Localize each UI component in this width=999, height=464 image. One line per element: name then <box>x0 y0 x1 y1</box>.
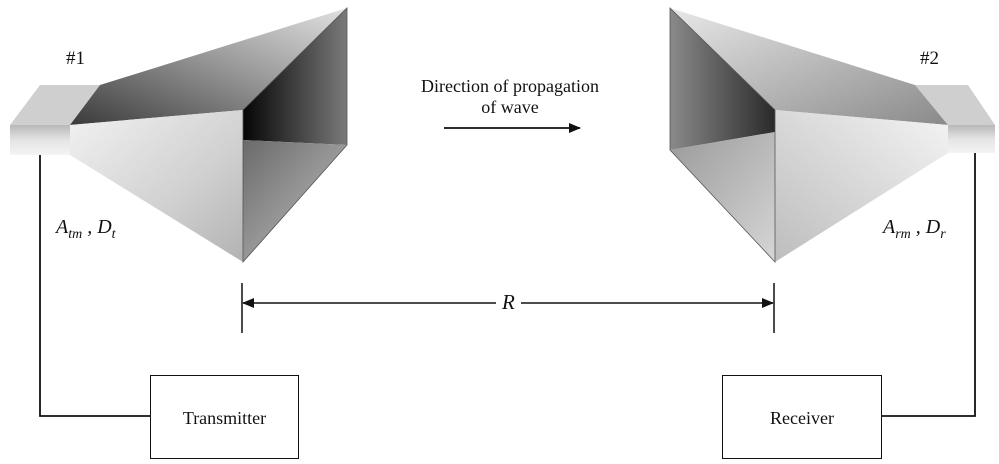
receiver-label: Receiver <box>770 408 834 428</box>
horn-1-inner-top <box>243 8 347 145</box>
horn-2-top-face <box>670 8 948 125</box>
waveguide-2-top <box>915 85 995 125</box>
antenna-2-aperture: A <box>883 216 896 238</box>
transmitter-feed-line <box>39 155 150 417</box>
propagation-label-line1: Direction of propagation <box>421 76 599 96</box>
waveguide-2-front <box>948 125 995 153</box>
horn-antenna-1 <box>10 7 348 264</box>
horn-1-top-face <box>70 8 347 125</box>
transmitter-box: Transmitter <box>150 375 299 459</box>
antenna-1-parameters: Atm , Dt <box>56 216 116 242</box>
antenna-1-aperture: A <box>56 216 69 238</box>
antenna-2-parameters: Arm , Dr <box>883 216 946 242</box>
horn-1-edge <box>242 7 348 264</box>
antenna-2-directivity: D <box>925 216 941 238</box>
antenna-2-number: #2 <box>920 48 939 69</box>
propagation-label: Direction of propagation of wave <box>380 76 640 118</box>
waveguide-1-front <box>10 125 70 155</box>
horn-1-bottom-face <box>70 110 243 262</box>
antenna-2-aperture-subscript: rm <box>895 227 911 242</box>
horn-2-inner-bottom <box>670 132 775 262</box>
receiver-box: Receiver <box>722 375 882 459</box>
antenna-2-directivity-subscript: r <box>940 227 946 242</box>
antenna-1-directivity: D <box>97 216 112 238</box>
horn-antenna-2 <box>669 7 995 264</box>
antenna-1-aperture-subscript: tm <box>68 227 83 242</box>
propagation-label-line2: of wave <box>481 97 539 117</box>
antenna-1-number: #1 <box>66 48 85 69</box>
horn-1-inner-bottom <box>243 140 347 262</box>
horn-2-edge <box>669 7 776 264</box>
receiver-feed-line <box>882 153 976 417</box>
distance-label: R <box>496 290 521 315</box>
horn-2-inner-left <box>670 8 775 150</box>
antenna-1-directivity-subscript: t <box>111 227 116 242</box>
horn-2-bottom-face <box>775 110 948 262</box>
transmitter-label: Transmitter <box>182 408 267 428</box>
